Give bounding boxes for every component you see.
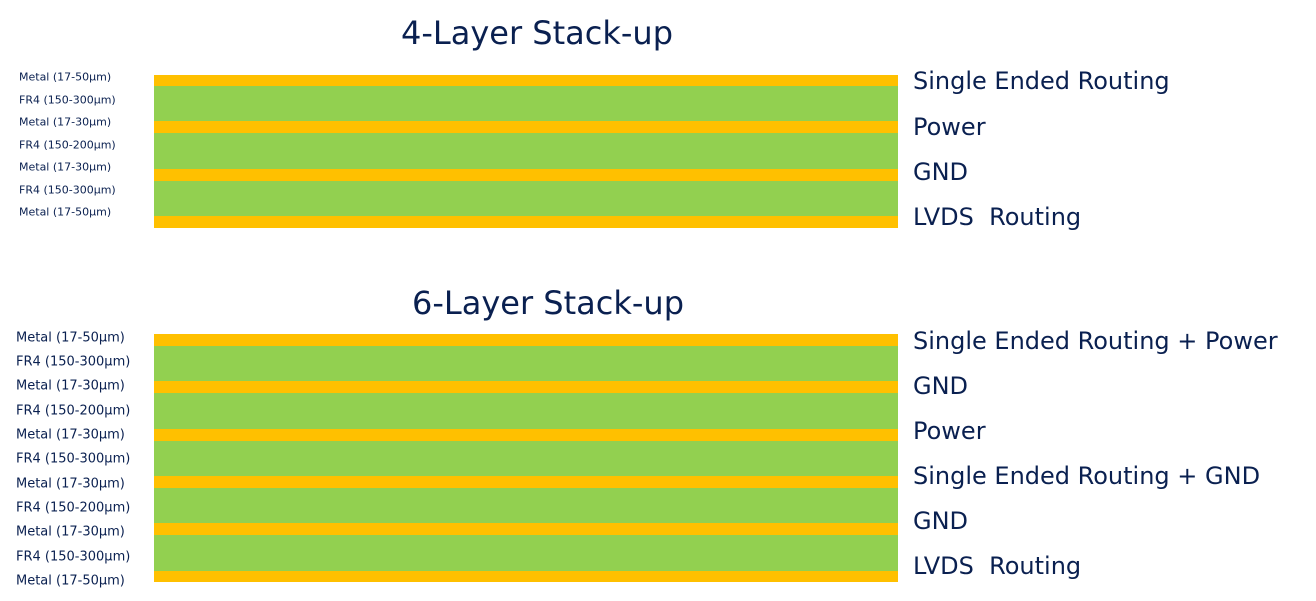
layer-label: Metal (17-50µm) [19,205,112,219]
layer-function-label: Single Ended Routing [913,67,1170,95]
fr4-layer [154,133,898,169]
fr4-layer [154,181,898,216]
layer-label: Metal (17-30µm) [16,476,125,492]
layer-function-label: Single Ended Routing + GND [913,462,1261,490]
layer-label: Metal (17-30µm) [19,115,112,129]
metal-layer [154,169,898,181]
metal-layer [154,121,898,133]
layer-label: FR4 (150-300µm) [19,183,116,197]
fr4-layer [154,346,898,381]
layer-label: Metal (17-50µm) [16,330,125,346]
layer-label: FR4 (150-200µm) [16,403,131,419]
layer-function-label: GND [913,372,969,400]
metal-layer [154,75,898,86]
layer-label: Metal (17-30µm) [16,524,125,540]
layer-function-label: Power [913,417,986,445]
layer-function-label: Power [913,113,986,141]
fr4-layer [154,441,898,476]
layer-label: FR4 (150-300µm) [16,451,131,467]
layer-label: FR4 (150-300µm) [16,354,131,370]
layer-label: Metal (17-30µm) [16,378,125,394]
metal-layer [154,334,898,346]
layer-label: Metal (17-50µm) [19,70,112,84]
fr4-layer [154,86,898,121]
layer-function-label: Single Ended Routing + Power [913,327,1278,355]
layer-label: FR4 (150-300µm) [16,549,131,565]
metal-layer [154,216,898,228]
fr4-layer [154,488,898,523]
fr4-layer [154,535,898,571]
stackup-title: 6-Layer Stack-up [411,284,685,322]
layer-label: FR4 (150-300µm) [19,93,116,107]
metal-layer [154,523,898,535]
layer-function-label: GND [913,158,969,186]
layer-label: FR4 (150-200µm) [16,500,131,516]
layer-label: Metal (17-30µm) [19,160,112,174]
fr4-layer [154,393,898,429]
metal-layer [154,476,898,488]
layer-function-label: GND [913,507,969,535]
metal-layer [154,571,898,582]
metal-layer [154,429,898,441]
layer-label: Metal (17-50µm) [16,573,125,589]
layer-function-label: LVDS Routing [913,552,1082,580]
metal-layer [154,381,898,393]
layer-label: Metal (17-30µm) [16,427,125,443]
layer-label: FR4 (150-200µm) [19,138,116,152]
layer-function-label: LVDS Routing [913,203,1082,231]
stackup-title: 4-Layer Stack-up [400,14,674,52]
